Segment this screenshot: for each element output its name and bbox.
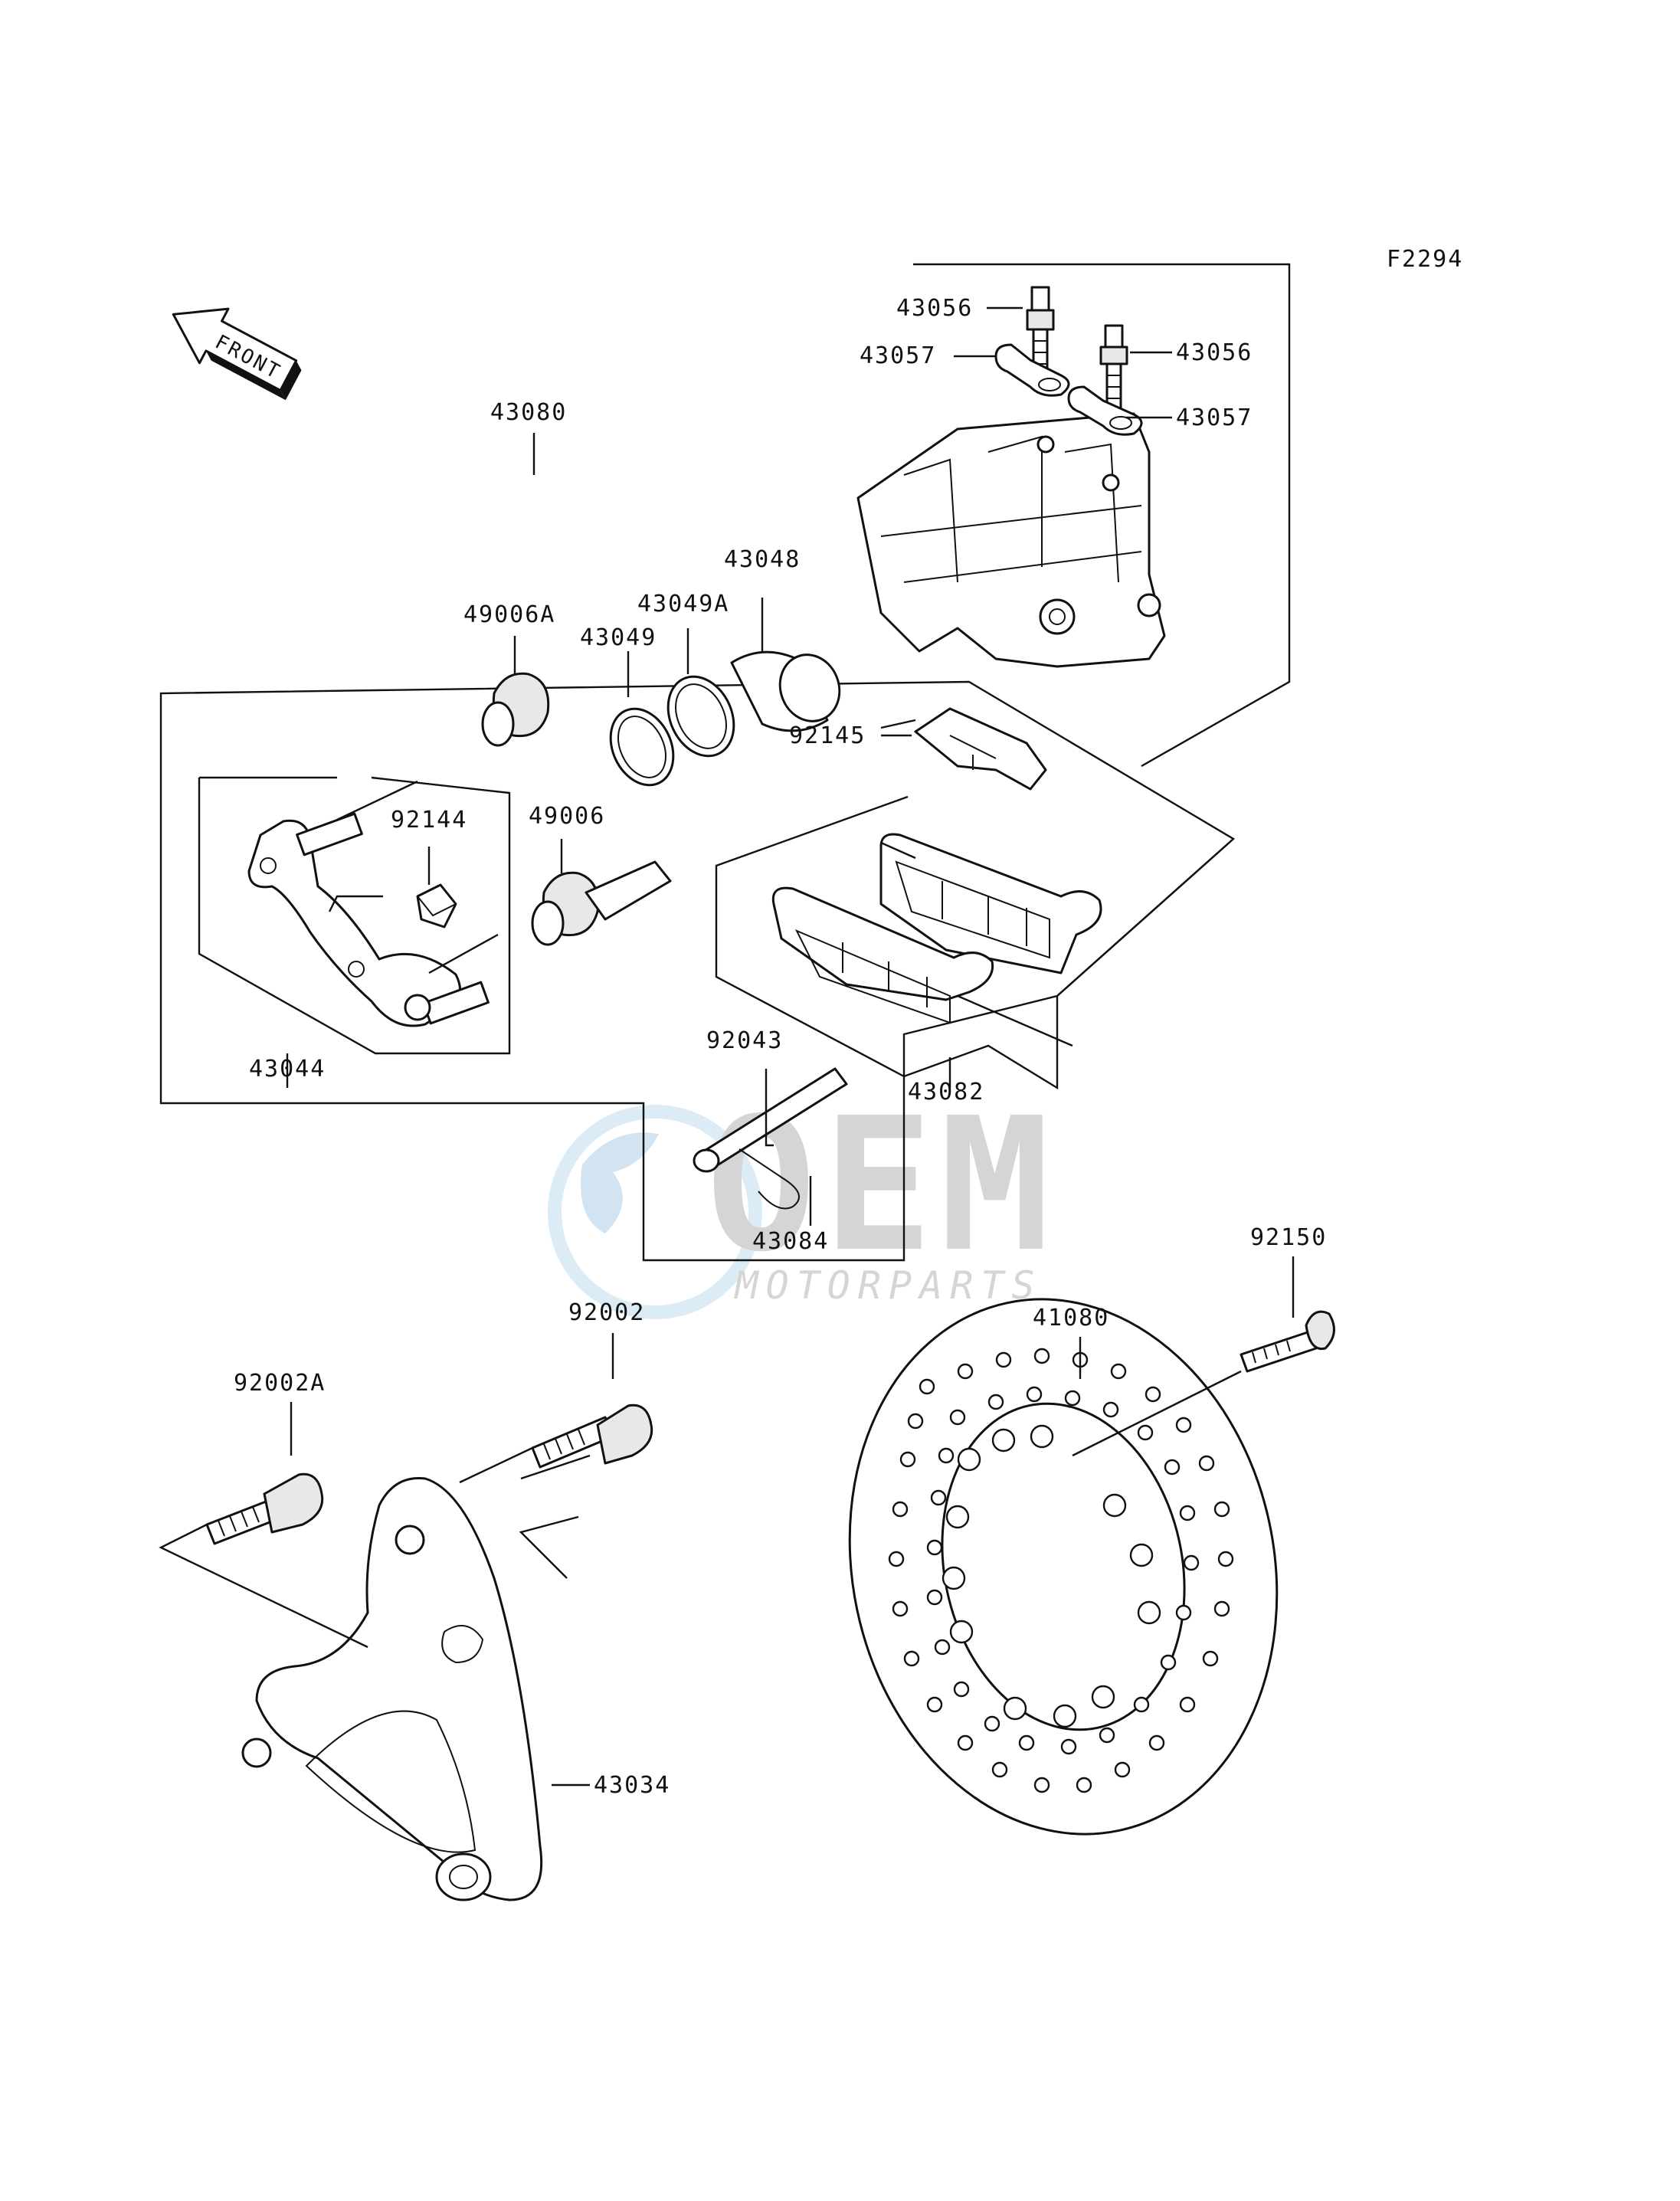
leader-lines xyxy=(159,306,1295,1787)
part-labels: 43080 43056 43056 43057 43057 49006A 430… xyxy=(234,295,1327,1799)
piston-seal xyxy=(609,707,675,787)
pad-pin xyxy=(693,1067,848,1173)
label-43084: 43084 xyxy=(752,1228,829,1255)
label-43049A: 43049A xyxy=(637,591,729,617)
label-92150: 92150 xyxy=(1250,1224,1327,1251)
bleed-valve-right xyxy=(1099,324,1128,415)
front-arrow-badge: FRONT xyxy=(172,307,302,401)
label-43044: 43044 xyxy=(249,1056,326,1082)
label-43057-left: 43057 xyxy=(860,342,936,369)
label-43057-right: 43057 xyxy=(1176,404,1253,431)
label-43080: 43080 xyxy=(490,399,567,426)
mounting-bracket xyxy=(241,1476,543,1901)
label-49006A: 49006A xyxy=(463,601,555,628)
label-92043: 92043 xyxy=(706,1027,783,1054)
r-clip xyxy=(738,1148,800,1210)
bracket-outline xyxy=(198,776,511,1055)
label-43048: 43048 xyxy=(724,546,801,573)
label-43056-right: 43056 xyxy=(1176,339,1253,366)
disc-bolt-holes xyxy=(942,1424,1161,1728)
label-92144: 92144 xyxy=(391,807,467,834)
pad-spring xyxy=(914,707,1047,791)
label-43056-left: 43056 xyxy=(896,295,973,322)
label-92002A: 92002A xyxy=(234,1370,326,1397)
label-43049: 43049 xyxy=(580,624,657,651)
ref-code: F2294 xyxy=(1387,246,1463,273)
bracket-bolt-lower xyxy=(205,1472,324,1545)
label-43082: 43082 xyxy=(908,1079,984,1105)
dust-seal xyxy=(666,675,735,758)
label-92145: 92145 xyxy=(789,722,866,749)
watermark: OEM MOTORPARTS xyxy=(548,1078,1050,1319)
slide-pin-boot-lower xyxy=(531,860,672,946)
bracket-bolt-upper xyxy=(531,1403,653,1469)
valve-cap-right xyxy=(1067,385,1143,436)
valve-cap-left xyxy=(994,343,1070,397)
watermark-sub: MOTORPARTS xyxy=(733,1263,1042,1308)
brake-pad-front xyxy=(879,833,1102,974)
disc-holes xyxy=(888,1348,1234,1793)
caliper-body xyxy=(856,412,1166,668)
label-49006: 49006 xyxy=(529,803,605,830)
caliper-piston xyxy=(730,650,841,732)
pads-outline xyxy=(715,795,1234,1090)
disc-bolt xyxy=(1240,1310,1335,1373)
slide-pin-boot-upper xyxy=(481,672,550,747)
caliper-bracket xyxy=(247,812,490,1027)
label-41080: 41080 xyxy=(1033,1305,1109,1331)
label-92002: 92002 xyxy=(568,1299,645,1326)
pad-clip xyxy=(416,883,457,929)
label-43034: 43034 xyxy=(594,1772,670,1799)
brake-disc xyxy=(848,1298,1279,1836)
brake-pad-rear xyxy=(771,886,994,1024)
